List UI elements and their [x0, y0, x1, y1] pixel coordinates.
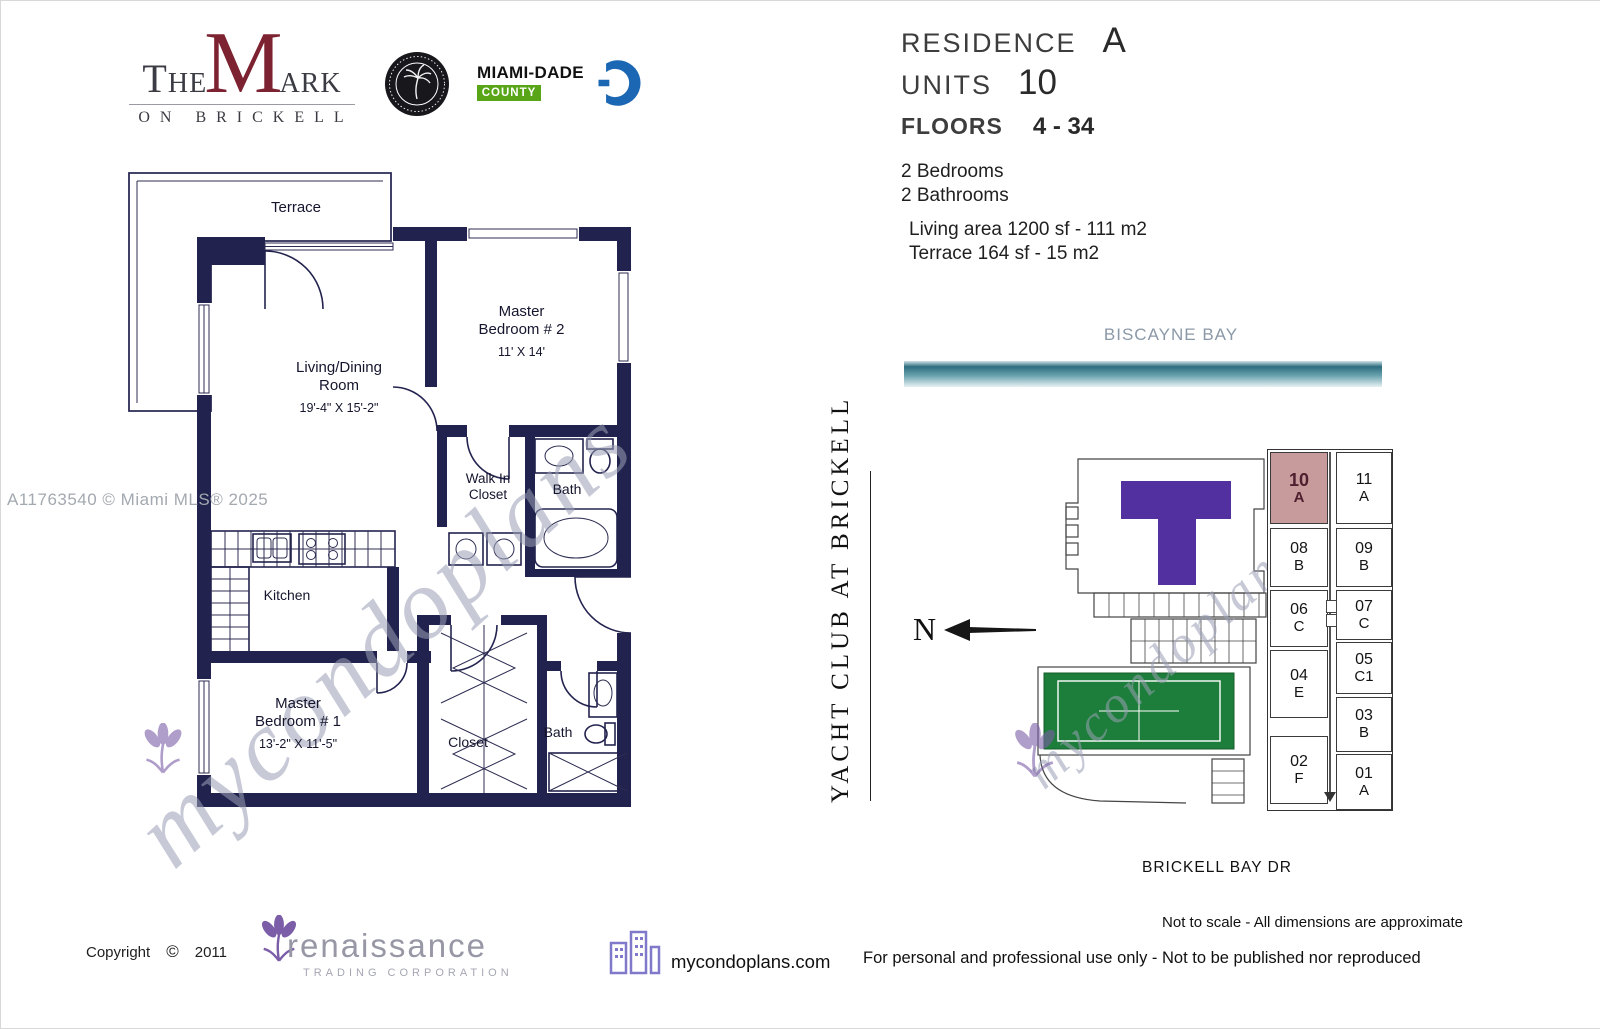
- miami-dade-county-badge: COUNTY: [477, 85, 541, 101]
- north-arrow-icon: [944, 618, 1037, 641]
- yacht-club-label: YACHT CLUB AT BRICKELL: [827, 395, 854, 803]
- copyright-year: 2011: [194, 944, 227, 961]
- site-plan-drawing: [1037, 458, 1267, 804]
- floorplan-panel: Terrace Living/Dining Room 19'-4" X 15'-…: [119, 163, 667, 863]
- elevator-box: [1326, 614, 1337, 627]
- unit-cell-03B: 03 B: [1336, 697, 1392, 752]
- label-master-bedroom-1: Master Bedroom # 1 13'-2" X 11'-5": [255, 695, 341, 751]
- living-area-text: Living area 1200 sf - 111 m2: [909, 219, 1147, 240]
- logo-m: M: [204, 15, 283, 112]
- renaissance-name: renaissance: [287, 927, 487, 964]
- floorplan-drawing: [128, 172, 635, 807]
- disclaimer-scale: Not to scale - All dimensions are approx…: [1162, 914, 1463, 931]
- label-living-room: Living/Dining Room 19'-4" X 15'-2": [296, 359, 382, 415]
- floors-label: FLOORS: [901, 113, 1003, 139]
- floors-row: FLOORS 4 - 34: [901, 113, 1094, 141]
- unit-cell-01A: 01 A: [1336, 754, 1392, 810]
- residence-value: A: [1102, 21, 1126, 60]
- unit-cell-06C: 06 C: [1270, 590, 1328, 647]
- label-closet: Closet: [448, 734, 488, 750]
- residence-row: RESIDENCE A: [901, 21, 1126, 61]
- logo-subtitle: ON BRICKELL: [138, 109, 354, 126]
- label-kitchen: Kitchen: [263, 587, 311, 603]
- bedrooms-text: 2 Bedrooms: [901, 161, 1004, 182]
- watermark-flower-icon: [140, 723, 186, 774]
- palm-tree-icon: [403, 64, 432, 100]
- label-master-bedroom-2: Master Bedroom # 2 11' X 14': [478, 303, 565, 359]
- unit-key-grid: 10 A 08 B 06 C 04 E 02 F 11 A 09 B 07 C: [1267, 449, 1393, 811]
- copyright-symbol: ©: [166, 942, 179, 961]
- logo-the: The: [142, 56, 208, 101]
- mls-watermark: A11763540 © Miami MLS® 2025: [7, 490, 269, 509]
- copyright-label: Copyright: [86, 944, 151, 961]
- amenity-deck-outline: [1037, 666, 1251, 756]
- tower-footprint-t: [1121, 481, 1231, 585]
- renaissance-subtitle: TRADING CORPORATION: [303, 967, 513, 979]
- disclaimer-use: For personal and professional use only -…: [863, 949, 1421, 967]
- bathrooms-text: 2 Bathrooms: [901, 185, 1009, 206]
- miami-dade-emblem-icon: [598, 60, 641, 106]
- elevator-box: [1326, 600, 1337, 613]
- watermark-flower-icon: [1010, 723, 1060, 778]
- door-swings: [264, 250, 632, 708]
- closet-symbols: [440, 625, 528, 793]
- stove: [298, 533, 346, 565]
- bath2-fixtures: [548, 672, 628, 792]
- residence-label: RESIDENCE: [901, 28, 1077, 58]
- corridor-arrow: [1324, 792, 1336, 808]
- label-bath-2: Bath: [543, 724, 573, 740]
- biscayne-bay-water-band: [904, 361, 1382, 387]
- label-terrace: Terrace: [270, 199, 322, 216]
- kitchen-sink: [252, 533, 292, 563]
- north-indicator: N: [913, 611, 1037, 648]
- unit-cell-05C1: 05 C1: [1336, 642, 1392, 694]
- unit-cell-10A: 10 A: [1270, 452, 1328, 524]
- floors-value: 4 - 34: [1032, 113, 1095, 140]
- copyright-line: Copyright © 2011: [86, 942, 227, 962]
- unit-cell-11A: 11 A: [1336, 452, 1392, 524]
- bath1-fixtures: [534, 438, 618, 568]
- units-label: UNITS: [901, 70, 992, 100]
- logo-rule: [129, 104, 355, 105]
- unit-cell-02F: 02 F: [1270, 736, 1328, 804]
- unit-cell-08B: 08 B: [1270, 528, 1328, 587]
- units-value: 10: [1018, 63, 1057, 102]
- bathtub: [534, 508, 618, 568]
- unit-cell-07C: 07 C: [1336, 590, 1392, 640]
- unit-cell-09B: 09 B: [1336, 528, 1392, 587]
- washer-dryer: [448, 532, 522, 566]
- logo-ark: ark: [279, 56, 342, 101]
- shower: [548, 752, 628, 792]
- units-row: UNITS 10: [901, 63, 1057, 103]
- yacht-club-divider-line: [870, 471, 871, 801]
- kitchen-counters: [210, 530, 396, 654]
- label-walkin-closet: Walk In Closet: [465, 471, 511, 503]
- city-of-miami-seal: [385, 52, 449, 116]
- north-label: N: [913, 611, 937, 647]
- terrace-area-text: Terrace 164 sf - 15 m2: [909, 243, 1100, 264]
- mycondoplans-buildings-icon: [609, 930, 661, 975]
- brickell-bay-dr-label: BRICKELL BAY DR: [1142, 859, 1292, 876]
- biscayne-bay-label: BISCAYNE BAY: [1103, 325, 1239, 344]
- miami-dade-name: MIAMI-DADE: [477, 63, 584, 82]
- miami-dade-logo: MIAMI-DADE COUNTY: [477, 60, 644, 109]
- tennis-court: [1043, 672, 1235, 750]
- label-bath-1: Bath: [552, 481, 582, 497]
- website-text: mycondoplans.com: [671, 951, 831, 972]
- miami-dade-text: MIAMI-DADE COUNTY: [477, 63, 584, 101]
- windows: [193, 223, 635, 775]
- unit-cell-04E: 04 E: [1270, 650, 1328, 718]
- residence-info: RESIDENCE A UNITS 10 FLOORS 4 - 34 2 Bedroo…: [901, 21, 1321, 281]
